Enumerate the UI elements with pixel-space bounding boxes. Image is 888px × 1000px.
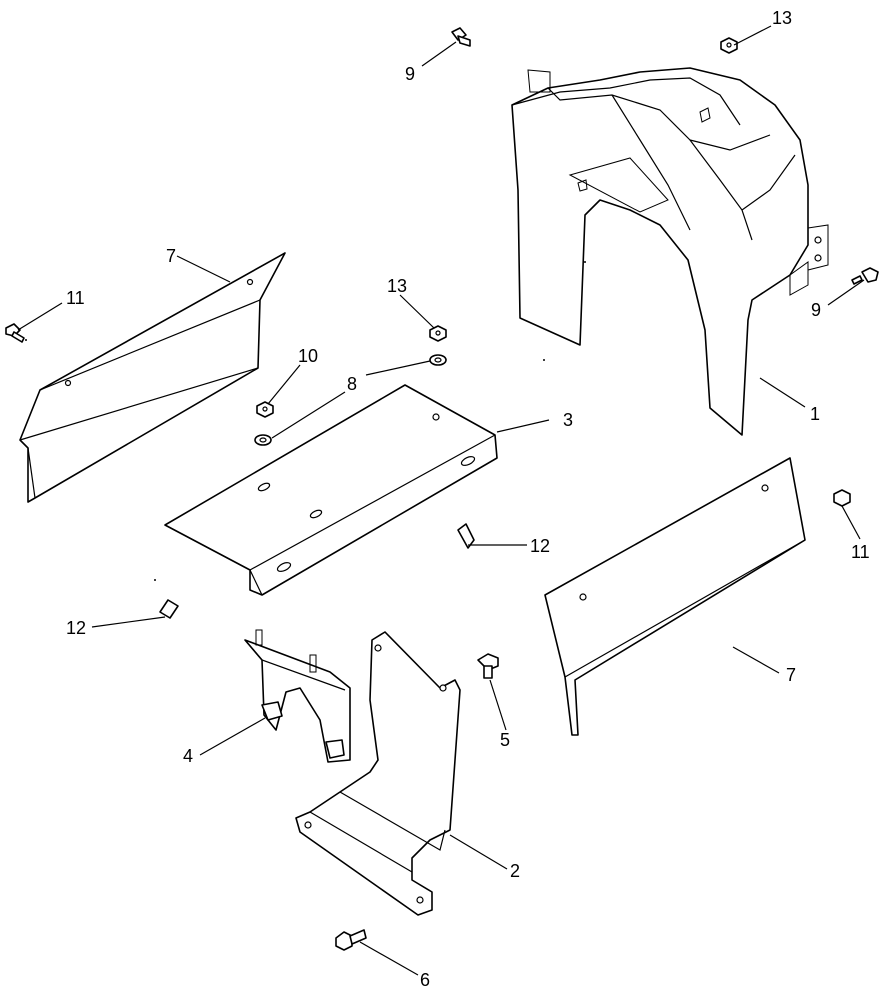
callout-12-center: 12: [530, 536, 550, 556]
part-8-washer-lower: [254, 434, 272, 446]
leader-lines: [17, 25, 865, 976]
part-11-bolt-left: [5, 323, 25, 343]
part-13-nut-center: [429, 325, 447, 342]
callout-13-center: 13: [387, 276, 407, 296]
callout-1: 1: [810, 404, 820, 424]
part-7-deflector-right: [544, 457, 806, 736]
part-10-nut: [256, 401, 274, 418]
part-8-washer-upper: [429, 354, 447, 366]
callout-9-right: 9: [811, 300, 821, 320]
callout-13-top: 13: [772, 8, 792, 28]
leader-3: [496, 419, 550, 433]
callout-6: 6: [420, 970, 430, 990]
leader-12-left: [91, 616, 166, 628]
part-6-bolt: [335, 929, 367, 951]
part-1-shield-housing: [511, 67, 829, 436]
leader-5: [489, 679, 507, 731]
part-12-clip-left: [159, 599, 179, 619]
callout-5: 5: [500, 730, 510, 750]
part-5-bolt: [477, 653, 499, 679]
part-3-mounting-plate: [164, 384, 498, 596]
leader-7-right: [732, 646, 780, 674]
part-13-nut-top: [720, 37, 738, 54]
callout-10: 10: [298, 346, 318, 366]
leader-13-top: [733, 25, 772, 46]
callout-7-right: 7: [786, 665, 796, 685]
leader-1: [759, 377, 806, 408]
leader-8-lower: [271, 391, 346, 439]
part-7-deflector-left: [19, 252, 286, 503]
callout-12-left: 12: [66, 618, 86, 638]
callout-9-top: 9: [405, 64, 415, 84]
callouts: 9 13 9 11 13 7 10 8 3 1 12 11 12 5 7 4 2…: [66, 8, 870, 990]
leader-11-left: [17, 302, 63, 331]
leader-9-right: [827, 279, 865, 306]
leader-7-left: [176, 255, 231, 283]
callout-11-left: 11: [66, 288, 85, 308]
callout-3: 3: [563, 410, 573, 430]
callout-2: 2: [510, 861, 520, 881]
callout-4: 4: [183, 746, 193, 766]
callout-11-right: 11: [851, 542, 870, 562]
leader-6: [359, 941, 419, 976]
leader-11-right: [841, 505, 861, 540]
callout-7-left: 7: [166, 246, 176, 266]
leader-2: [449, 834, 508, 870]
part-11-bolt-right: [833, 489, 851, 507]
leader-4: [199, 717, 266, 756]
leader-10: [267, 364, 301, 405]
part-4-bracket: [244, 629, 351, 763]
callout-8: 8: [347, 374, 357, 394]
leader-9-top: [421, 41, 457, 67]
leader-13-center: [399, 294, 435, 329]
part-9-bolt-right: [851, 267, 879, 285]
leader-8-upper: [365, 360, 431, 376]
part-12-clip-center: [457, 523, 475, 549]
part-9-bolt-top: [451, 27, 471, 47]
part-2-mounting-bracket: [295, 631, 461, 916]
